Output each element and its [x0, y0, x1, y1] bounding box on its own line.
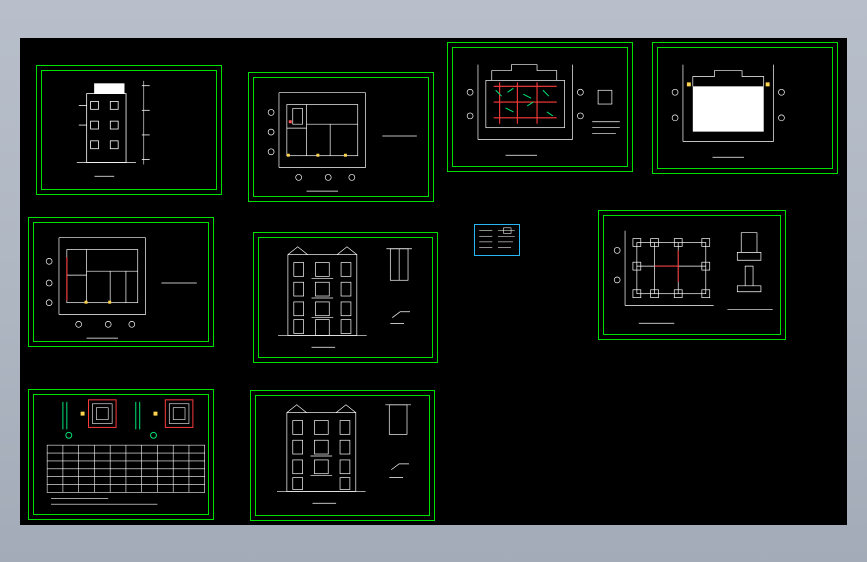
- sheet-border: [258, 237, 433, 358]
- front-elevation-sheet[interactable]: [253, 232, 438, 363]
- foundation-plan-drawing: [613, 230, 773, 324]
- elevation-drawing: [76, 80, 150, 177]
- elevation-left-sheet[interactable]: [36, 65, 222, 195]
- sheet-border: [255, 395, 430, 516]
- drawing-canvas[interactable]: [20, 38, 847, 525]
- sheet-border: [657, 47, 833, 169]
- structural-plan-drawing: [466, 64, 620, 156]
- ground-floor-plan-sheet[interactable]: [248, 72, 434, 202]
- elevation-drawing: [277, 404, 411, 504]
- elevation-drawing: [278, 246, 412, 348]
- sheet-border: [452, 47, 628, 167]
- detail-table-sheet[interactable]: [28, 389, 214, 520]
- roof-plan-sheet[interactable]: [652, 42, 838, 174]
- second-floor-plan-sheet[interactable]: [28, 217, 214, 347]
- legend-block[interactable]: [474, 224, 520, 256]
- legend-drawing: [479, 227, 515, 248]
- detail-table-drawing: [46, 399, 205, 505]
- roof-plan-drawing: [671, 64, 785, 158]
- floor-plan-drawing: [45, 237, 197, 339]
- sheet-border: [603, 215, 781, 335]
- rear-elevation-sheet[interactable]: [250, 390, 435, 521]
- structural-plan-sheet[interactable]: [447, 42, 633, 172]
- sheet-border: [253, 77, 429, 197]
- foundation-plan-sheet[interactable]: [598, 210, 786, 340]
- floor-plan-drawing: [267, 92, 417, 192]
- sheet-border: [33, 222, 209, 342]
- sheet-border: [41, 70, 217, 190]
- sheet-border: [33, 394, 209, 515]
